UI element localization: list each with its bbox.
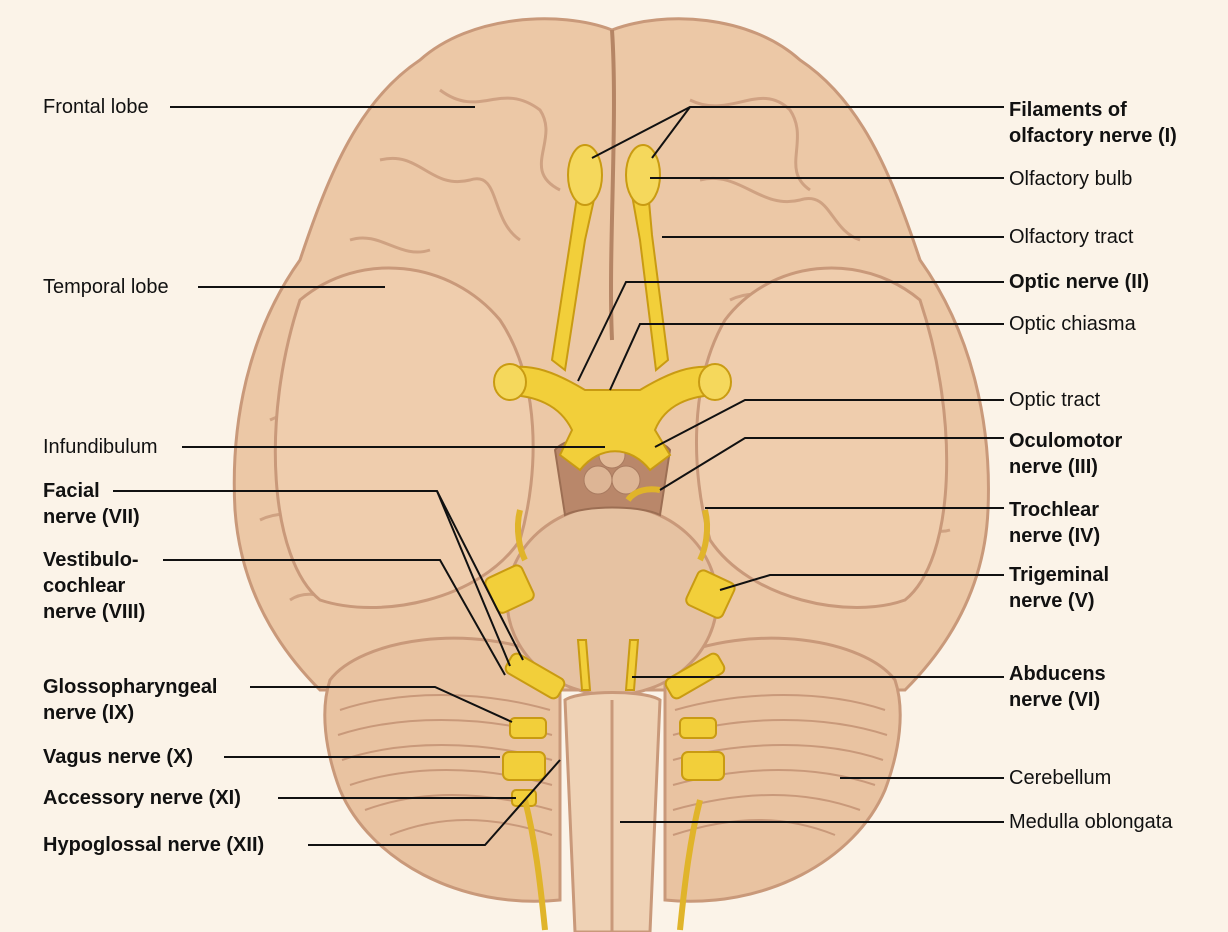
label-accessory-nerve: Accessory nerve (XI): [43, 787, 241, 809]
label-glossopharyngeal-nerve: Glossopharyngeal nerve (IX): [43, 676, 218, 724]
label-cerebellum: Cerebellum: [1009, 767, 1112, 789]
label-trochlear-nerve: Trochlear nerve (IV): [1009, 499, 1101, 547]
label-olfactory-filaments: Filaments of olfactory nerve (I): [1009, 99, 1177, 147]
label-vestibulocochlear-nerve: Vestibulo- cochlear nerve (VIII): [43, 549, 146, 623]
label-optic-chiasma: Optic chiasma: [1009, 313, 1136, 335]
label-abducens-nerve: Abducens nerve (VI): [1009, 663, 1106, 711]
left-temporal-lobe: [273, 266, 535, 609]
leader-lines: [113, 106, 1004, 846]
label-hypoglossal-nerve: Hypoglossal nerve (XII): [43, 834, 265, 856]
label-temporal-lobe: Temporal lobe: [43, 276, 169, 298]
label-optic-nerve: Optic nerve (II): [1009, 271, 1150, 293]
cerebellum-shape: [323, 636, 902, 903]
longitudinal-fissure: [609, 29, 616, 341]
label-trigeminal-nerve: Trigeminal nerve (V): [1009, 564, 1110, 612]
label-oculomotor-nerve: Oculomotor nerve (III): [1009, 430, 1123, 478]
label-optic-tract: Optic tract: [1009, 389, 1101, 411]
label-olfactory-bulb: Olfactory bulb: [1009, 168, 1133, 190]
optic-structures: [493, 363, 732, 472]
label-infundibulum: Infundibulum: [43, 436, 158, 458]
mammillary-body: [583, 465, 613, 495]
mammillary-body: [611, 465, 641, 495]
label-olfactory-tract: Olfactory tract: [1009, 226, 1134, 248]
label-frontal-lobe: Frontal lobe: [43, 96, 149, 118]
label-vagus-nerve: Vagus nerve (X): [43, 746, 194, 768]
label-medulla-oblongata: Medulla oblongata: [1009, 811, 1173, 833]
label-facial-nerve: Facial nerve (VII): [43, 480, 140, 528]
